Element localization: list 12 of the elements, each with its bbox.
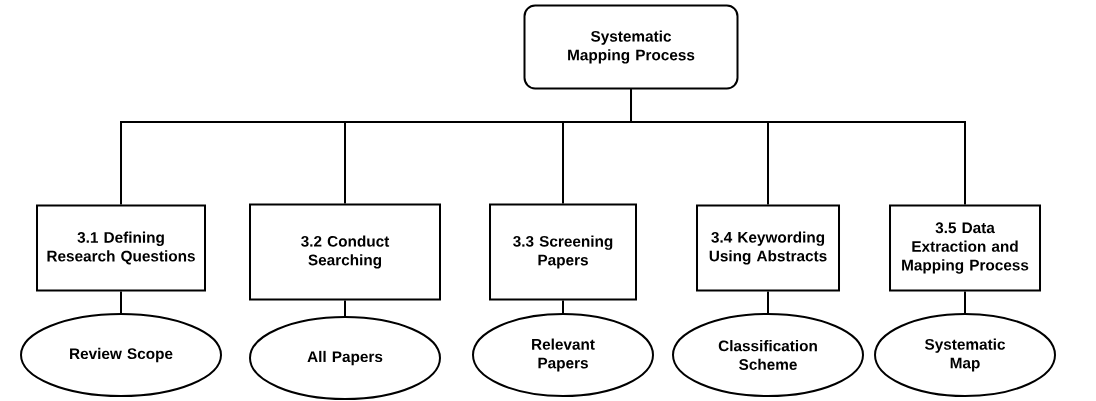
connector-line [562,299,564,314]
title-box: Systematic Mapping Process [523,4,739,90]
process-box: 3.3 Screening Papers [489,203,637,301]
connector-line [767,290,769,314]
connector-line [120,290,122,314]
connector-line [344,299,346,317]
process-box: 3.1 Defining Research Questions [36,204,206,292]
connector-line [964,290,966,314]
process-box: 3.4 Keywording Using Abstracts [696,204,840,292]
process-box: 3.5 Data Extraction and Mapping Process [889,204,1041,292]
connector-line [630,88,966,206]
process-box: 3.2 Conduct Searching [249,203,441,301]
